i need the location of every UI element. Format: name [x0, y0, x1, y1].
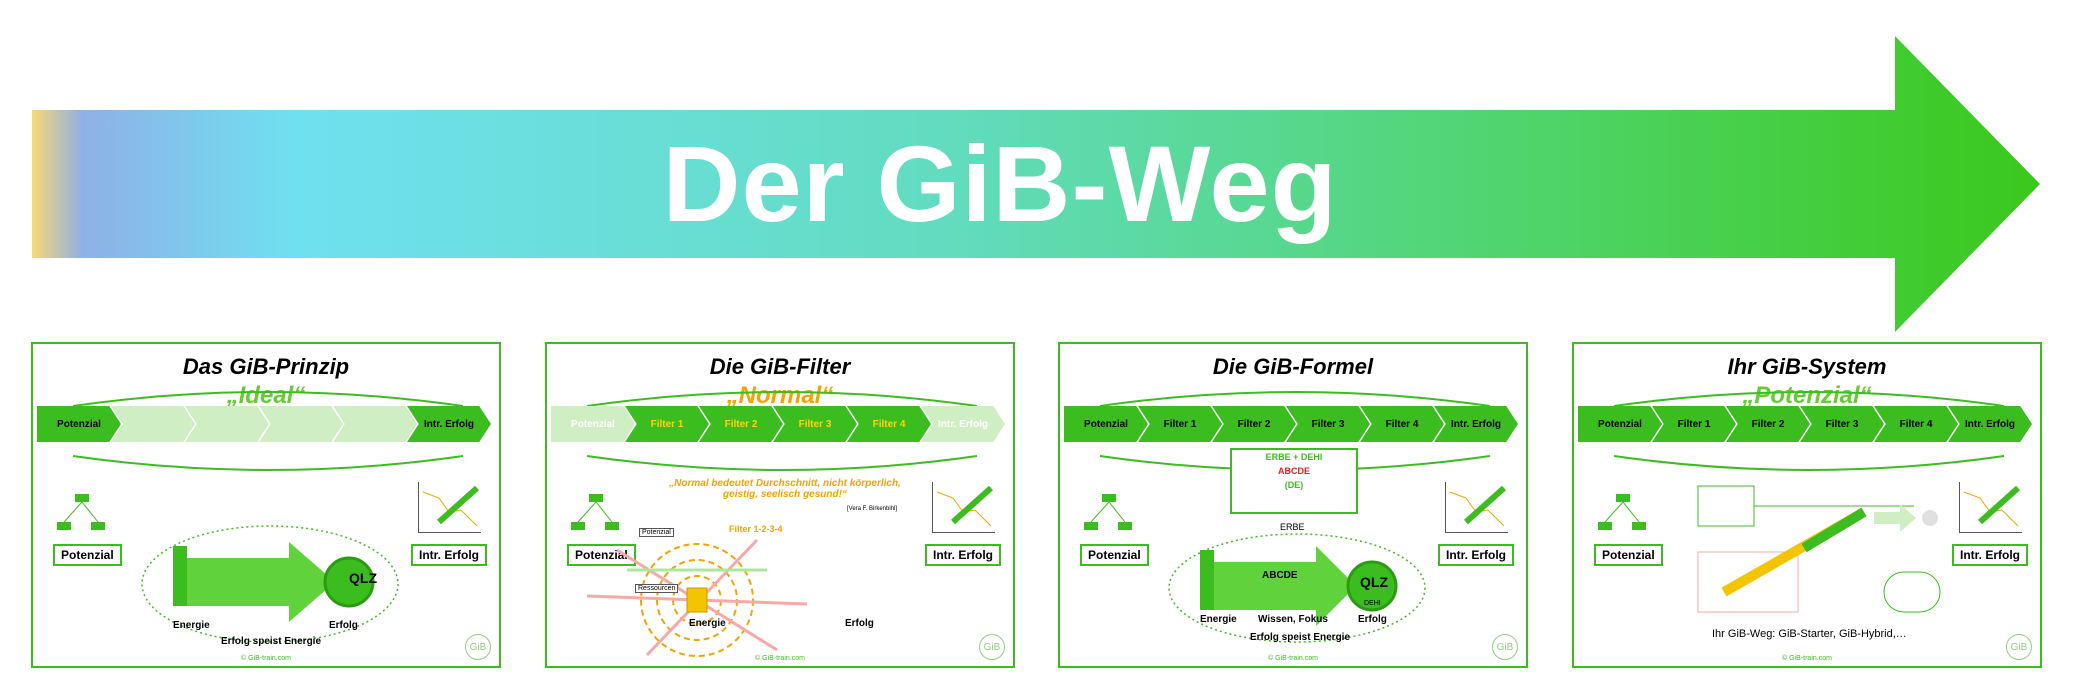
copyright: © GiB-train.com [1268, 655, 1318, 662]
chevron-step: Filter 2 [1212, 406, 1296, 442]
intr-erfolg-box: Intr. Erfolg [1952, 544, 2028, 566]
chevron-row: Potenzial Filter 1 Filter 2 Filter 3 Fil… [551, 406, 1011, 446]
tree-icon [1084, 494, 1132, 530]
gib-logo-icon: GiB [465, 634, 491, 660]
panel-subtitle: „Potenzial“ [1742, 382, 1872, 409]
panel-subtitle: „Normal“ [726, 382, 834, 409]
abcde-label: ABCDE [1262, 570, 1298, 581]
mini-chart-icon [1959, 482, 2022, 533]
chevron-step: Intr. Erfolg [1434, 406, 1518, 442]
panel-subtitle: „Ideal“ [226, 382, 306, 409]
tree-icon [571, 494, 619, 530]
cycle-arc [72, 391, 464, 471]
intr-erfolg-box: Intr. Erfolg [411, 544, 487, 566]
chevron-row: Potenzial Intr. Erfolg [37, 406, 497, 446]
chevron-step: Potenzial [1578, 406, 1662, 442]
formula-line3: (DE) [1284, 480, 1304, 490]
gib-logo-icon: GiB [2006, 634, 2032, 660]
system-diagram [1697, 485, 1941, 613]
banner-arrow [32, 36, 2040, 332]
chevron-step [111, 406, 195, 442]
formel-diagram [1168, 533, 1426, 643]
panel-title: Das GiB-Prinzip [182, 354, 350, 379]
erfolg-label: Erfolg [1358, 614, 1387, 625]
quote-source: [Vera F. Birkenbihl] [847, 506, 898, 512]
panel-title: Die GiB-Formel [1212, 354, 1374, 379]
formula-line2: ABCDE [1277, 466, 1310, 476]
qlz-label: QLZ [349, 570, 377, 586]
panel-gib-prinzip: Das GiB-Prinzip „Ideal“ Potenzial Intr. … [31, 342, 501, 668]
chevron-step: Filter 3 [1286, 406, 1370, 442]
chevron-step: Filter 3 [773, 406, 857, 442]
tree-icon [1598, 494, 1646, 530]
formula-caption: ERBE [1280, 522, 1305, 532]
chevron-step: Filter 3 [1800, 406, 1884, 442]
chevron-step: Intr. Erfolg [407, 406, 491, 442]
mini-chart-icon [418, 482, 481, 533]
potenzial-box: Potenzial [53, 544, 122, 566]
intr-erfolg-box: Intr. Erfolg [1438, 544, 1514, 566]
chevron-step: Filter 4 [1360, 406, 1444, 442]
potenzial-tag: Potenzial [639, 528, 674, 537]
chevron-step [333, 406, 417, 442]
copyright: © GiB-train.com [755, 655, 805, 662]
chevron-step [185, 406, 269, 442]
chevron-step: Intr. Erfolg [1948, 406, 2032, 442]
dehi-label: DEHI [1364, 600, 1381, 607]
cycle-arc [586, 391, 978, 471]
chevron-step: Filter 4 [1874, 406, 1958, 442]
gib-logo-icon: GiB [1492, 634, 1518, 660]
erfolg-label: Erfolg [329, 620, 358, 631]
energie-label: Energie [689, 618, 726, 629]
formula-line1: ERBE + DEHI [1265, 452, 1323, 462]
energie-label: Energie [1200, 614, 1237, 625]
chevron-step: Filter 4 [847, 406, 931, 442]
chevron-step: Potenzial [551, 406, 635, 442]
banner-title: Der GiB-Weg [662, 123, 1338, 244]
prinzip-diagram [141, 525, 399, 643]
panel-gib-system: Ihr GiB-System „Potenzial“ Potenzial Fil… [1572, 342, 2042, 668]
chevron-step: Intr. Erfolg [921, 406, 1005, 442]
panel-gib-formel: Die GiB-Formel Potenzial Filter 1 Filter… [1058, 342, 1528, 668]
panel-title: Die GiB-Filter [709, 354, 851, 379]
formula-box: ERBE + DEHI ABCDE (DE) [1230, 448, 1358, 514]
mini-chart-icon [1445, 482, 1508, 533]
filter-quote: „Normal bedeutet Durchschnitt, nicht kör… [669, 478, 901, 500]
system-caption: Ihr GiB-Weg: GiB-Starter, GiB-Hybrid,… [1712, 628, 1907, 640]
filter-label: Filter 1-2-3-4 [729, 524, 783, 534]
chevron-step: Filter 2 [1726, 406, 1810, 442]
erfolg-label: Erfolg [845, 618, 874, 629]
chevron-step: Potenzial [1064, 406, 1148, 442]
chevron-step: Filter 2 [699, 406, 783, 442]
intr-erfolg-box: Intr. Erfolg [925, 544, 1001, 566]
erfolg-speist-label: Erfolg speist Energie [1250, 632, 1351, 643]
erfolg-speist-label: Erfolg speist Energie [221, 636, 322, 647]
gib-logo-icon: GiB [979, 634, 1005, 660]
chevron-step: Filter 1 [1138, 406, 1222, 442]
copyright: © GiB-train.com [241, 655, 291, 662]
chevron-step [259, 406, 343, 442]
chevron-step: Filter 1 [1652, 406, 1736, 442]
potenzial-box: Potenzial [1594, 544, 1663, 566]
energie-label: Energie [173, 620, 210, 631]
panel-gib-filter: Die GiB-Filter „Normal“ Potenzial Filter… [545, 342, 1015, 668]
panel-title: Ihr GiB-System [1727, 354, 1887, 379]
tree-icon [57, 494, 105, 530]
ressourcen-tag: Ressourcen [635, 584, 679, 593]
mini-chart-icon [932, 482, 995, 533]
chevron-step: Potenzial [37, 406, 121, 442]
filter-diagram [587, 538, 807, 657]
cycle-arc [1613, 391, 2005, 471]
wissen-fokus-label: Wissen, Fokus [1258, 614, 1328, 625]
chevron-row: Potenzial Filter 1 Filter 2 Filter 3 Fil… [1578, 406, 2038, 446]
copyright: © GiB-train.com [1782, 655, 1832, 662]
chevron-step: Filter 1 [625, 406, 709, 442]
qlz-label: QLZ [1360, 574, 1388, 590]
potenzial-box: Potenzial [1080, 544, 1149, 566]
chevron-row: Potenzial Filter 1 Filter 2 Filter 3 Fil… [1064, 406, 1524, 446]
